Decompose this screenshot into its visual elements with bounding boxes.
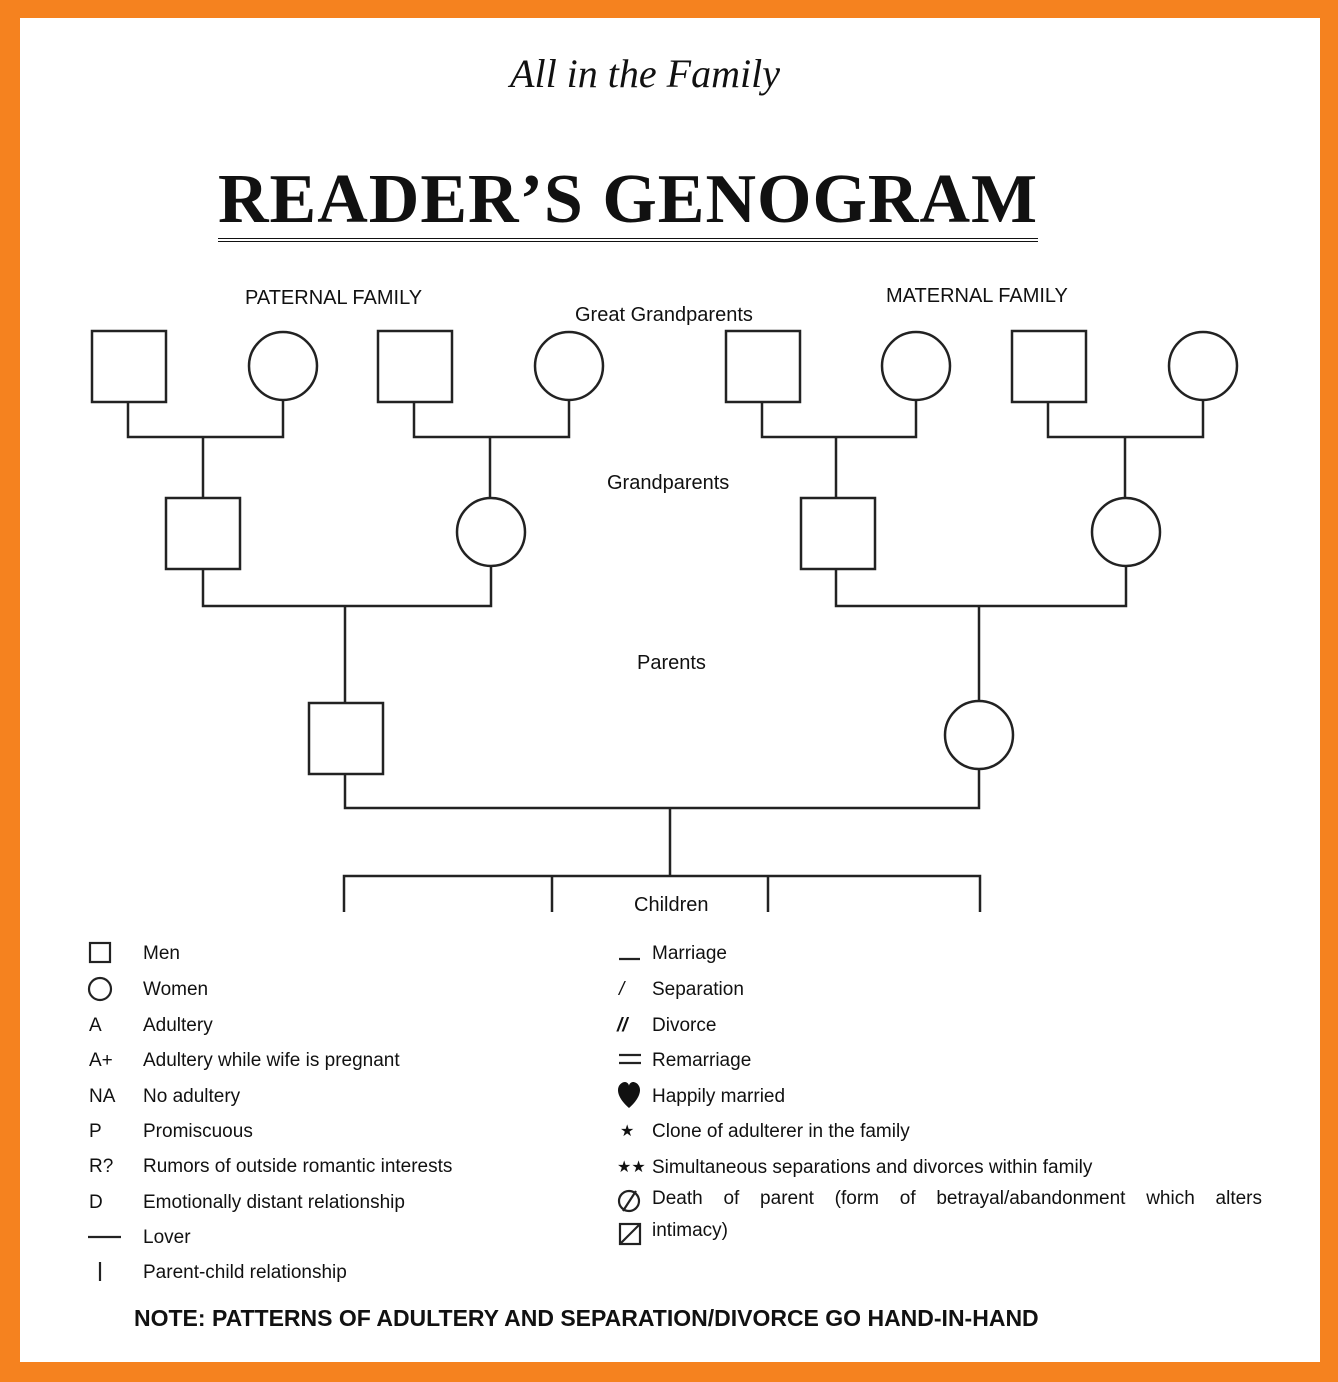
slashed-circle-icon xyxy=(622,1190,637,1212)
legend-label-no-adultery: No adultery xyxy=(143,1086,241,1107)
parents-label: Parents xyxy=(637,652,706,674)
great-grandmother-paternal-1 xyxy=(247,330,319,402)
father xyxy=(307,701,385,776)
circle-icon xyxy=(87,976,113,1002)
grandmother-maternal xyxy=(1090,496,1162,568)
page-subtitle: All in the Family xyxy=(510,51,780,96)
maternal-family-label: MATERNAL FAMILY xyxy=(886,285,1068,307)
separation-symbol: / xyxy=(619,979,625,1000)
paternal-family-label: PATERNAL FAMILY xyxy=(245,287,423,309)
legend-symbol: D xyxy=(89,1192,103,1213)
great-grandparents-label: Great Grandparents xyxy=(575,304,753,326)
legend-label-distant: Emotionally distant relationship xyxy=(143,1192,405,1213)
star-icon: ★ xyxy=(620,1123,635,1140)
grandparents-label: Grandparents xyxy=(607,472,730,494)
legend-label-simultaneous: Simultaneous separations and divorces wi… xyxy=(652,1157,1093,1178)
great-grandfather-maternal-2 xyxy=(1010,329,1088,404)
slashed-circle-icon xyxy=(617,1189,641,1213)
double-star-icon: ★★ xyxy=(617,1159,646,1176)
children-label: Children xyxy=(634,894,709,916)
legend-symbol: NA xyxy=(89,1086,116,1107)
legend-label-death: Death of parent (form of betrayal/abando… xyxy=(652,1188,1262,1209)
legend-label-clone: Clone of adulterer in the family xyxy=(652,1121,910,1142)
marriage-line xyxy=(1046,400,1205,439)
slashed-square-icon xyxy=(618,1222,642,1246)
legend-label-adultery-pregnant: Adultery while wife is pregnant xyxy=(143,1050,400,1071)
legend-label-parent-child: Parent-child relationship xyxy=(143,1262,347,1283)
legend-label-death-cont: intimacy) xyxy=(652,1220,729,1241)
mother xyxy=(943,699,1015,771)
legend-label-adultery: Adultery xyxy=(143,1015,213,1036)
legend-label-happily-married: Happily married xyxy=(652,1086,786,1107)
square-icon xyxy=(88,941,112,964)
great-grandmother-maternal-1 xyxy=(880,330,952,402)
legend-symbol: P xyxy=(89,1121,102,1142)
legend-label-rumors: Rumors of outside romantic interests xyxy=(143,1156,453,1177)
marriage-line xyxy=(343,769,981,810)
grandmother-paternal xyxy=(455,496,527,568)
marriage-line xyxy=(412,400,571,439)
legend-label-marriage: Marriage xyxy=(652,943,727,964)
marriage-line xyxy=(126,400,285,439)
great-grandfather-paternal-2 xyxy=(376,329,454,404)
legend-label-promiscuous: Promiscuous xyxy=(143,1121,253,1142)
legend-label-men: Men xyxy=(143,943,180,964)
great-grandmother-maternal-2 xyxy=(1167,330,1239,402)
marriage-line xyxy=(760,400,918,439)
legend-symbol: A xyxy=(89,1015,102,1036)
slashed-square-icon xyxy=(619,1223,641,1245)
footer-note: NOTE: PATTERNS OF ADULTERY AND SEPARATIO… xyxy=(134,1305,1039,1331)
grandfather-paternal xyxy=(164,496,242,571)
legend-symbol: R? xyxy=(89,1156,114,1177)
children-line xyxy=(342,874,982,912)
legend-label-remarriage: Remarriage xyxy=(652,1050,752,1071)
divorce-symbol: // xyxy=(617,1015,628,1036)
marriage-line xyxy=(201,566,493,608)
great-grandfather-maternal-1 xyxy=(724,329,802,404)
marriage-line xyxy=(834,566,1128,608)
great-grandmother-paternal-2 xyxy=(533,330,605,402)
heart-icon xyxy=(618,1082,640,1108)
page-title: READER’S GENOGRAM xyxy=(218,162,1039,242)
legend-label-women: Women xyxy=(143,979,209,1000)
legend-label-divorce: Divorce xyxy=(652,1015,717,1036)
legend-label-separation: Separation xyxy=(652,979,744,1000)
legend-label-lover: Lover xyxy=(143,1227,191,1248)
grandfather-maternal xyxy=(799,496,877,571)
legend-symbol: A+ xyxy=(89,1050,113,1071)
great-grandfather-paternal-1 xyxy=(90,329,168,404)
